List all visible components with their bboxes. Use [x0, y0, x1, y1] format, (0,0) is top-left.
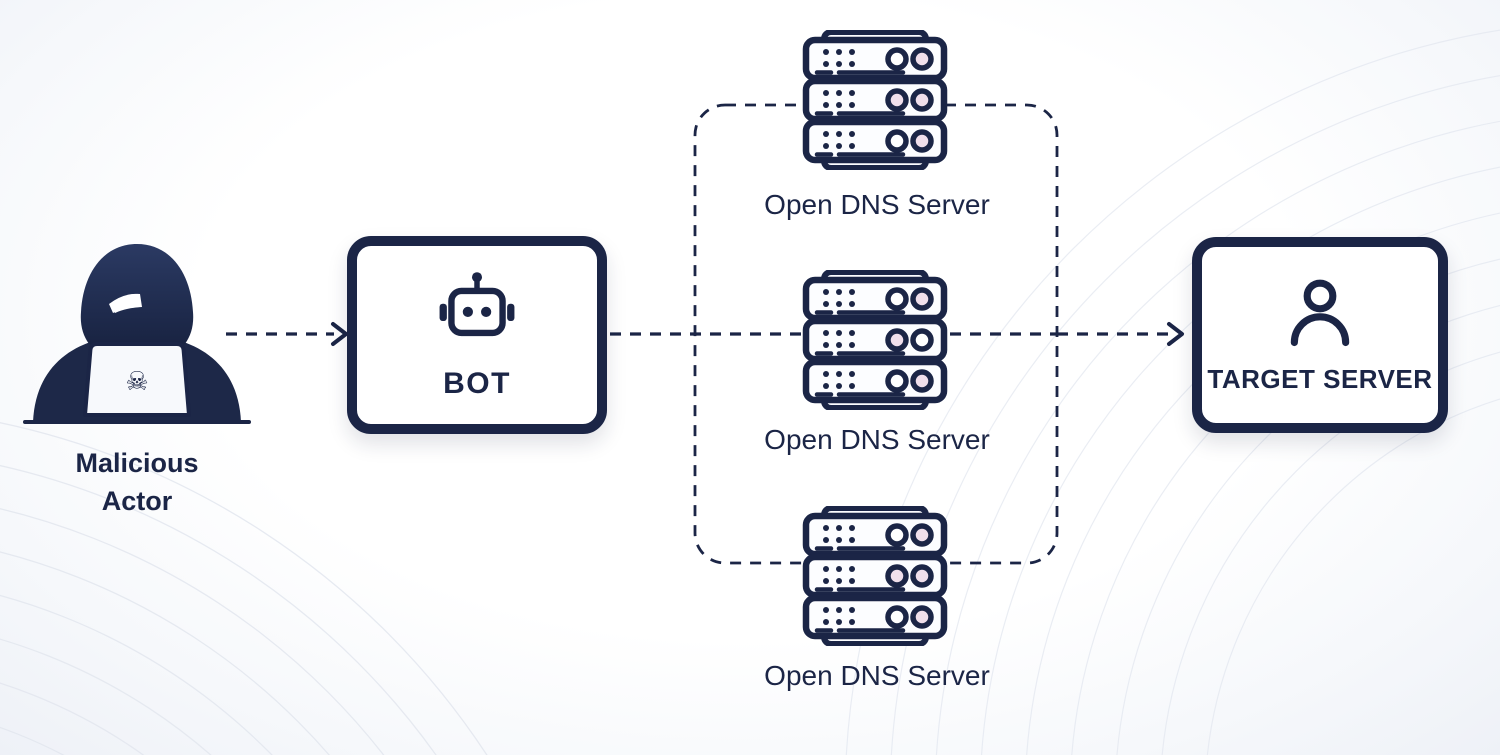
dns-server-label: Open DNS Server	[764, 660, 990, 691]
dns-server-label: Open DNS Server	[764, 189, 990, 220]
arrowhead-icon	[1167, 322, 1184, 346]
dns-server-label: Open DNS Server	[764, 424, 990, 455]
person-icon	[1290, 279, 1350, 346]
dns-server-stack	[802, 30, 948, 170]
malicious-actor-label: Malicious Actor	[75, 448, 199, 516]
dns-server-stack	[802, 506, 948, 646]
bot-label: BOT	[443, 367, 511, 400]
skull-icon: ☠	[125, 367, 148, 397]
dns-server-stack	[802, 270, 948, 410]
target-server-label: TARGET SERVER	[1207, 363, 1433, 394]
target-server-node: TARGET SERVER	[1192, 237, 1448, 433]
bot-node: BOT	[347, 236, 607, 434]
hooded-hacker-laptop-skull-icon: ☠	[23, 244, 251, 424]
robot-head-icon	[439, 272, 515, 337]
malicious-actor-node: ☠	[17, 238, 257, 430]
arrowhead-icon	[331, 322, 348, 346]
